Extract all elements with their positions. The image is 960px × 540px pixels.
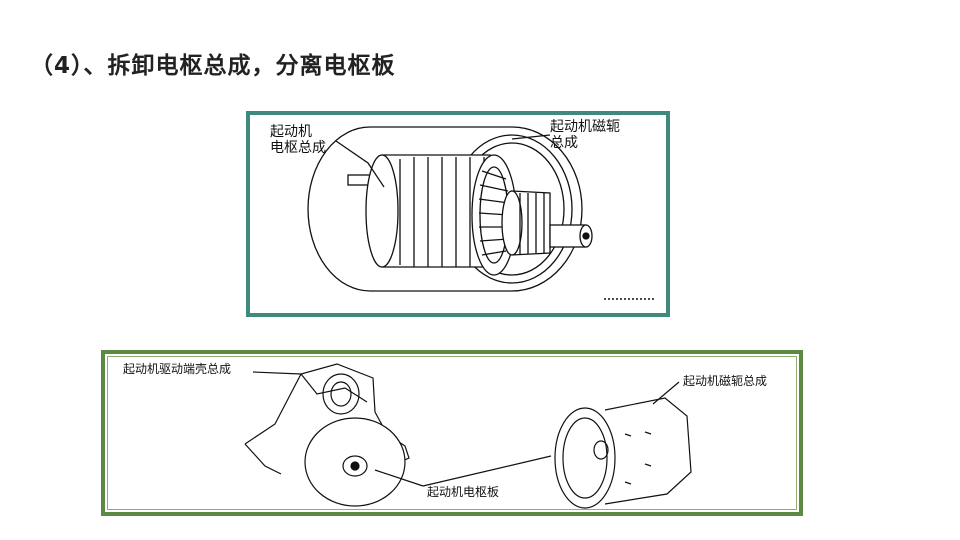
armature-yoke-drawing [307,126,656,300]
label-drive-housing: 起动机驱动端壳总成 [123,362,232,376]
label-armature-line1: 起动机 [270,124,312,140]
label-armature-assembly: 起动机 电枢总成 [270,124,326,156]
components-drawing [244,363,692,509]
label-yoke-line2: 总成 [550,135,578,152]
label-armature-plate: 起动机电枢板 [427,485,500,499]
label-yoke-line1: 起动机磁轭 [550,119,620,135]
armature-yoke-diagram: 起动机 电枢总成 起动机磁轭 总成 [246,111,670,317]
label-yoke-bottom: 起动机磁轭总成 [683,374,768,388]
separated-components-diagram: 起动机驱动端壳总成 起动机磁轭总成 起动机电枢板 [101,350,803,516]
label-armature-line2: 电枢总成 [270,140,326,157]
slide-title: （4）、拆卸电枢总成，分离电枢板 [30,53,396,79]
label-yoke-assembly: 起动机磁轭 总成 [550,119,620,151]
